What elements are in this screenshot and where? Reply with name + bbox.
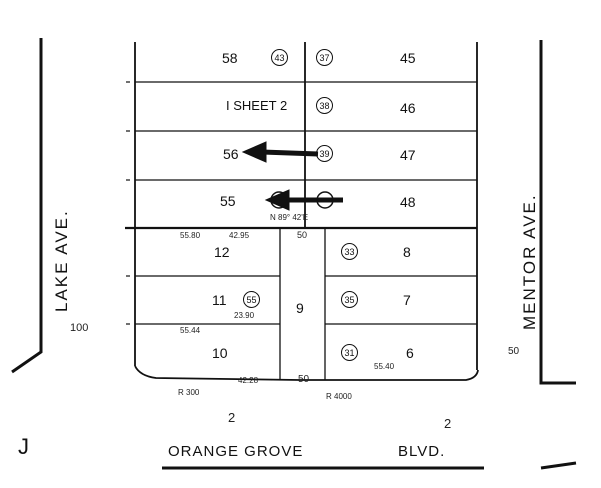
lot-45: 45 xyxy=(400,50,416,66)
lot-12: 12 xyxy=(214,244,230,260)
lot-6: 6 xyxy=(406,345,414,361)
lot-9: 9 xyxy=(296,300,304,316)
lot-10: 10 xyxy=(212,345,228,361)
lot-8: 8 xyxy=(403,244,411,260)
block-outline xyxy=(134,42,479,381)
parcel-35: 35 xyxy=(341,291,358,308)
lot-lines xyxy=(125,81,477,380)
dim-5644: 55.44 xyxy=(180,326,201,335)
street-orange-grove-suffix: BLVD. xyxy=(398,443,446,460)
parcel-55: 55 xyxy=(243,291,260,308)
dim-2390: 23.90 xyxy=(234,311,255,320)
tick-marks xyxy=(126,81,130,325)
lot-46: 46 xyxy=(400,100,416,116)
mentor-ave-east-edge xyxy=(539,40,576,385)
label-bottom-2-right: 2 xyxy=(444,416,452,431)
street-edges xyxy=(11,38,577,470)
label-mid-50: 50 xyxy=(297,230,308,240)
street-lake-ave: LAKE AVE. xyxy=(52,209,71,312)
lake-ave-west-edge xyxy=(11,38,43,374)
lot-56: 56 xyxy=(223,146,239,162)
sheet-note: I SHEET 2 xyxy=(226,98,288,113)
dim-4228: 42.28 xyxy=(238,376,259,385)
dim-5540: 55.40 xyxy=(374,362,395,371)
label-bottom-2-left: 2 xyxy=(228,410,236,425)
parcel-31: 31 xyxy=(341,344,358,361)
lot-11: 11 xyxy=(212,292,227,308)
street-mentor-ave: MENTOR AVE. xyxy=(520,193,539,330)
street-orange-grove: ORANGE GROVE xyxy=(168,443,304,460)
corner-mark-right xyxy=(540,461,577,470)
corner-letter-j: J xyxy=(18,434,29,459)
parcel-33: 33 xyxy=(341,243,358,260)
parcel-38: 38 xyxy=(316,97,333,114)
hollow-parcel-circle xyxy=(316,191,334,209)
lot-47: 47 xyxy=(400,147,416,163)
label-right-50: 50 xyxy=(508,346,520,357)
dim-5580: 55.80 xyxy=(180,231,201,240)
hollow-parcel-circle-west xyxy=(270,191,288,209)
arrow-to-lot-56 xyxy=(241,141,319,163)
dim-bearing: N 89° 42'E xyxy=(270,213,309,222)
dim-4295: 42.95 xyxy=(229,231,250,240)
label-bottom-50: 50 xyxy=(298,374,310,385)
lot-48: 48 xyxy=(400,194,416,210)
dim-r300: R 300 xyxy=(178,388,200,397)
block-south-curve xyxy=(134,365,479,381)
lot-55: 55 xyxy=(220,193,236,209)
parcel-43: 43 xyxy=(271,49,288,66)
lot-58: 58 xyxy=(222,50,238,66)
label-left-100: 100 xyxy=(70,322,89,334)
parcel-37: 37 xyxy=(316,49,333,66)
dim-r4000: R 4000 xyxy=(326,392,352,401)
lot-7: 7 xyxy=(403,292,411,308)
parcel-39: 39 xyxy=(316,145,333,162)
